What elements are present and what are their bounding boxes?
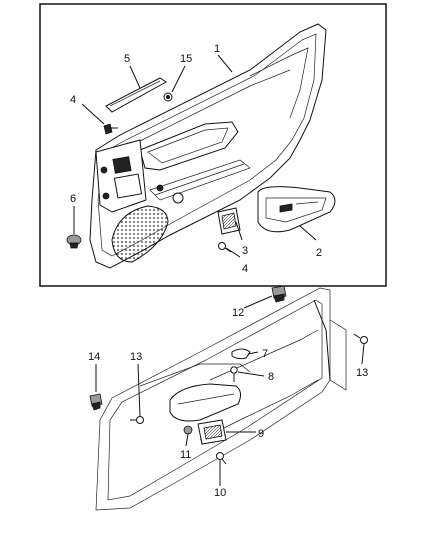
callout-3: 3 bbox=[242, 245, 248, 257]
plug-fastener bbox=[66, 234, 82, 249]
callout-6: 6 bbox=[70, 193, 76, 205]
callout-1: 1 bbox=[214, 43, 220, 55]
callout-8: 8 bbox=[268, 371, 274, 383]
screw-upper bbox=[103, 123, 118, 135]
door-trim-panel bbox=[89, 23, 327, 269]
plug-11 bbox=[183, 425, 193, 435]
callout-2: 2 bbox=[316, 247, 322, 259]
inner-handle-bezel bbox=[257, 186, 336, 233]
cap-cover bbox=[231, 348, 251, 360]
callout-5: 5 bbox=[124, 53, 130, 65]
callout-4-lower: 4 bbox=[242, 263, 248, 275]
bracket-9 bbox=[197, 419, 227, 445]
callout-13-right: 13 bbox=[356, 367, 368, 379]
window-trim-strip bbox=[105, 77, 167, 113]
callout-15: 15 bbox=[180, 53, 192, 65]
callout-7: 7 bbox=[262, 348, 268, 360]
callout-13-left: 13 bbox=[130, 351, 142, 363]
callout-11: 11 bbox=[180, 449, 191, 461]
retainer-clip bbox=[163, 92, 173, 102]
door-inner-panel bbox=[95, 287, 347, 511]
handle-bracket bbox=[217, 207, 241, 235]
callout-4-upper: 4 bbox=[70, 94, 76, 106]
top-leader-lines bbox=[73, 54, 317, 258]
screw-10 bbox=[216, 452, 227, 465]
screw-8 bbox=[230, 366, 238, 382]
callout-9: 9 bbox=[258, 428, 264, 440]
clip-12 bbox=[271, 285, 287, 303]
bottom-leader-lines bbox=[95, 295, 365, 486]
screw-lower bbox=[218, 242, 232, 253]
callout-14: 14 bbox=[88, 351, 100, 363]
screw-13-right bbox=[353, 333, 368, 344]
screw-13-left bbox=[130, 416, 144, 424]
callout-10: 10 bbox=[214, 487, 226, 499]
callout-12: 12 bbox=[232, 307, 244, 319]
clip-14 bbox=[89, 393, 103, 411]
